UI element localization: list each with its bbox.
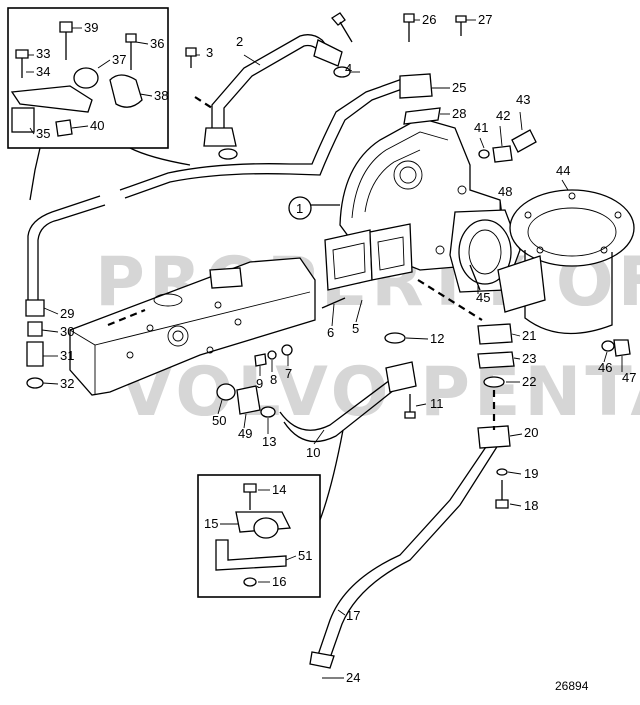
- callout-10-leader: [313, 429, 325, 445]
- callout-33: 33: [36, 46, 50, 61]
- callout-35: 35: [36, 126, 50, 141]
- callout-40: 40: [90, 118, 104, 133]
- pipe-2: [203, 34, 343, 147]
- callout-43: 43: [516, 92, 530, 107]
- drawing-number: 26894: [555, 679, 589, 693]
- callout-7: 7: [285, 366, 292, 381]
- pipe-17: [309, 425, 511, 669]
- callout-labels: 1234567891011121314151617181920212223242…: [26, 12, 636, 685]
- callout-41-leader: [479, 137, 485, 149]
- callout-16: 16: [272, 574, 286, 589]
- callout-46: 46: [598, 360, 612, 375]
- exhaust-pipe-44: [497, 189, 635, 335]
- callout-4: 4: [345, 61, 352, 76]
- inset-detail-top: [7, 7, 191, 201]
- callout-37-leader: [97, 59, 111, 69]
- callout-5-leader: [355, 299, 363, 323]
- callout-3: 3: [206, 45, 213, 60]
- bracket-stack: [194, 96, 515, 430]
- callout-18: 18: [524, 498, 538, 513]
- callout-11: 11: [430, 396, 444, 411]
- callout-19-leader: [507, 471, 522, 475]
- callout-42: 42: [496, 108, 510, 123]
- callout-32: 32: [60, 376, 74, 391]
- callout-29-leader: [43, 307, 59, 315]
- callout-47: 47: [622, 370, 636, 385]
- callout-48: 48: [498, 184, 512, 199]
- callout-40-leader: [71, 125, 89, 129]
- callout-22: 22: [522, 374, 536, 389]
- callout-30-leader: [41, 329, 59, 333]
- callout-14: 14: [272, 482, 286, 497]
- callout-12: 12: [430, 331, 444, 346]
- callout-50: 50: [212, 413, 226, 428]
- callout-29: 29: [60, 306, 74, 321]
- callout-2-leader: [243, 54, 261, 66]
- callout-23: 23: [522, 351, 536, 366]
- callout-15: 15: [204, 516, 218, 531]
- callout-12-leader: [405, 337, 429, 340]
- callout-27: 27: [478, 12, 492, 27]
- callout-46-leader: [603, 351, 608, 363]
- callout-43-leader: [519, 111, 523, 131]
- callout-31: 31: [60, 348, 74, 363]
- watermark-line-2: VOLVO PENTA: [120, 353, 640, 432]
- callout-23-leader: [513, 357, 521, 360]
- callout-38-leader: [139, 93, 153, 97]
- callout-36: 36: [150, 36, 164, 51]
- callout-37: 37: [112, 52, 126, 67]
- callout-21: 21: [522, 328, 536, 343]
- callout-6-leader: [331, 303, 335, 327]
- callout-5: 5: [352, 321, 359, 336]
- callout-20: 20: [524, 425, 538, 440]
- callout-19: 19: [524, 466, 538, 481]
- callout-1: 1: [296, 201, 303, 216]
- callout-44: 44: [556, 163, 570, 178]
- callout-35-leader: [29, 127, 35, 135]
- callout-24: 24: [346, 670, 360, 685]
- callout-20-leader: [509, 433, 523, 437]
- callout-32-leader: [42, 382, 59, 385]
- callout-25: 25: [452, 80, 466, 95]
- inset-detail-bottom: [197, 429, 344, 598]
- exhaust-manifold: [69, 257, 316, 396]
- callout-6: 6: [327, 325, 334, 340]
- callout-45: 45: [476, 290, 490, 305]
- callout-21-leader: [511, 333, 521, 337]
- callout-51-leader: [285, 555, 297, 561]
- callout-8: 8: [270, 372, 277, 387]
- callout-17-leader: [337, 609, 346, 616]
- callout-18-leader: [509, 503, 522, 507]
- callout-42-leader: [499, 125, 503, 147]
- callout-41: 41: [474, 120, 488, 135]
- callout-1-circle: [288, 196, 312, 220]
- pipe-10: [279, 361, 417, 443]
- callout-2: 2: [236, 34, 243, 49]
- callout-9: 9: [256, 376, 263, 391]
- callout-49: 49: [238, 426, 252, 441]
- callout-50-leader: [217, 399, 223, 415]
- callout-44-leader: [561, 179, 569, 191]
- callout-38: 38: [154, 88, 168, 103]
- callout-26: 26: [422, 12, 436, 27]
- callout-51: 51: [298, 548, 312, 563]
- pipe-top-long: [27, 73, 433, 300]
- callout-28: 28: [452, 106, 466, 121]
- exhaust-elbow: [324, 117, 521, 293]
- callout-30: 30: [60, 324, 74, 339]
- callout-36-leader: [135, 41, 149, 45]
- callout-49-leader: [243, 413, 247, 429]
- callout-34: 34: [36, 64, 50, 79]
- callout-17: 17: [346, 608, 360, 623]
- callout-10: 10: [306, 445, 320, 460]
- callout-11-leader: [415, 403, 427, 407]
- callout-39: 39: [84, 20, 98, 35]
- callout-13: 13: [262, 434, 276, 449]
